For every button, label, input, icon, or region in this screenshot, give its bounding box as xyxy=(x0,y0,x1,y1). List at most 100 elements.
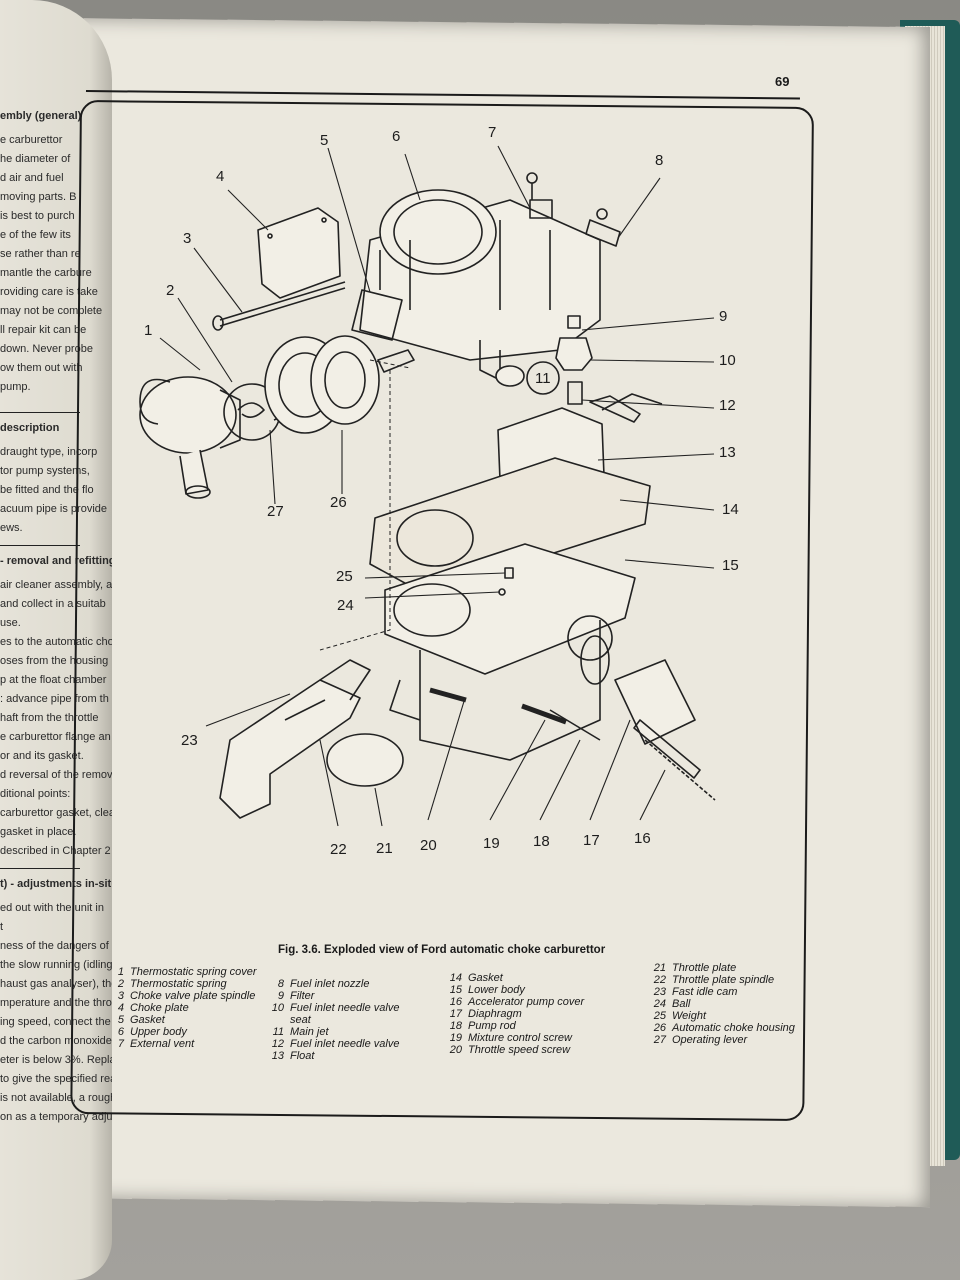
legend-item-number: 22 xyxy=(653,974,666,986)
legend-item-number: 27 xyxy=(653,1034,666,1046)
left-page-line: down. Never probe xyxy=(0,343,93,355)
legend-item-label: Accelerator pump cover xyxy=(468,996,585,1008)
left-page-line: ness of the dangers of xyxy=(0,940,109,952)
left-page-heading: description xyxy=(0,422,60,434)
legend-item-number: 24 xyxy=(653,998,666,1010)
legend-item-number: 5 xyxy=(117,1014,124,1026)
legend-item-label: Choke valve plate spindle xyxy=(130,990,256,1002)
legend-item-number: 19 xyxy=(449,1032,462,1044)
callout-15: 15 xyxy=(722,557,739,574)
legend-item-label: External vent xyxy=(130,1038,195,1050)
callout-6: 6 xyxy=(392,128,401,145)
left-page-line: roviding care is take xyxy=(0,286,98,298)
left-page-line: ews. xyxy=(0,522,23,534)
legend-item-number: 16 xyxy=(449,996,462,1008)
part-throttle-spindle xyxy=(219,659,371,819)
left-page-line: or and its gasket. xyxy=(0,750,84,762)
callout-11: 11 xyxy=(535,370,551,387)
page-number: 69 xyxy=(775,74,790,89)
main-jet-callout-circle xyxy=(526,361,560,395)
left-page-line: gasket in place. xyxy=(0,826,77,838)
part-automatic-choke-housing xyxy=(264,335,415,434)
legend-column-4: 21 Throttle plate 22 Throttle plate spindle… xyxy=(650,962,795,1046)
legend-item-number: 21 xyxy=(653,962,666,974)
legend-item-number: 25 xyxy=(653,1010,666,1022)
left-page-heading: embly (general) xyxy=(0,110,82,122)
legend-item: 21 Throttle plate xyxy=(650,962,795,974)
legend-item: 16 Accelerator pump cover xyxy=(446,996,584,1008)
left-page-line: mantle the carbure xyxy=(0,267,92,279)
legend-item-label: Gasket xyxy=(130,1014,165,1026)
left-page-line: es to the automatic cho xyxy=(0,636,112,648)
legend-item-number: 18 xyxy=(449,1020,462,1032)
left-page-line: to give the specified rea xyxy=(0,1073,112,1085)
legend-item-number: 3 xyxy=(117,990,124,1002)
legend-item-label: Throttle plate xyxy=(672,962,737,974)
callout-27: 27 xyxy=(267,503,284,520)
left-page-rule xyxy=(0,545,80,546)
legend-item-label: Fuel inlet nozzle xyxy=(290,978,370,990)
left-page-line: d reversal of the remov xyxy=(0,769,112,781)
part-gasket-14 xyxy=(369,457,651,595)
left-page-line: use. xyxy=(0,617,21,629)
left-page-line: d air and fuel xyxy=(0,172,64,184)
part-choke-valve-spindle xyxy=(212,281,346,331)
left-page-line: se rather than re xyxy=(0,248,81,260)
legend-item-label: Upper body xyxy=(130,1026,187,1038)
callout-8: 8 xyxy=(655,152,664,169)
part-gasket-5 xyxy=(351,289,403,341)
left-page-line: carburettor gasket, clea xyxy=(0,807,112,819)
callout-13: 13 xyxy=(719,444,736,461)
legend-item-label: Operating lever xyxy=(672,1034,748,1046)
legend-item-number: 13 xyxy=(271,1050,284,1062)
legend-item-label: Mixture control screw xyxy=(468,1032,572,1044)
legend-item-number: 14 xyxy=(449,972,462,984)
part-accelerator-pump xyxy=(580,635,716,801)
left-page-line: may not be complete xyxy=(0,305,103,317)
callout-12: 12 xyxy=(719,397,736,414)
callout-10: 10 xyxy=(719,352,736,369)
legend-item: 4 Choke plate xyxy=(104,1002,257,1014)
legend-item-label: Fuel inlet needle valve xyxy=(290,1002,400,1014)
left-page-line: be fitted and the flo xyxy=(0,484,94,496)
callout-9: 9 xyxy=(719,308,728,325)
left-page-line: ing speed, connect the ana xyxy=(0,1016,112,1028)
left-page-line: p at the float chamber xyxy=(0,674,107,686)
left-page-line: e of the few its xyxy=(0,229,71,241)
part-lower-body xyxy=(384,543,636,761)
legend-item-number: 11 xyxy=(272,1026,284,1038)
left-page-line: moving parts. B xyxy=(0,191,77,203)
left-page-line: and collect in a suitab xyxy=(0,598,106,610)
callout-24: 24 xyxy=(337,597,354,614)
left-page-line: tor pump systems, xyxy=(0,465,90,477)
legend-item-label: Diaphragm xyxy=(468,1008,522,1020)
left-page-line: he diameter of xyxy=(0,153,71,165)
legend-item-label: Gasket xyxy=(468,972,503,984)
part-screws xyxy=(429,687,601,741)
left-page-line: pump. xyxy=(0,381,31,393)
legend-item: 17 Diaphragm xyxy=(446,1008,584,1020)
legend-item-number: 12 xyxy=(271,1038,284,1050)
left-page-line: d the carbon monoxide xyxy=(0,1035,112,1047)
legend-item-number: 17 xyxy=(449,1008,462,1020)
left-page-line: eter is below 3%. Repla xyxy=(0,1054,112,1066)
legend-item-label: Thermostatic spring xyxy=(130,978,227,990)
legend-item-number: 9 xyxy=(277,990,284,1002)
legend-item-label: Choke plate xyxy=(130,1002,189,1014)
legend-item-number: 4 xyxy=(117,1002,124,1014)
left-page-line: : advance pipe from th xyxy=(0,693,109,705)
legend-item-label: Throttle plate spindle xyxy=(672,974,775,986)
